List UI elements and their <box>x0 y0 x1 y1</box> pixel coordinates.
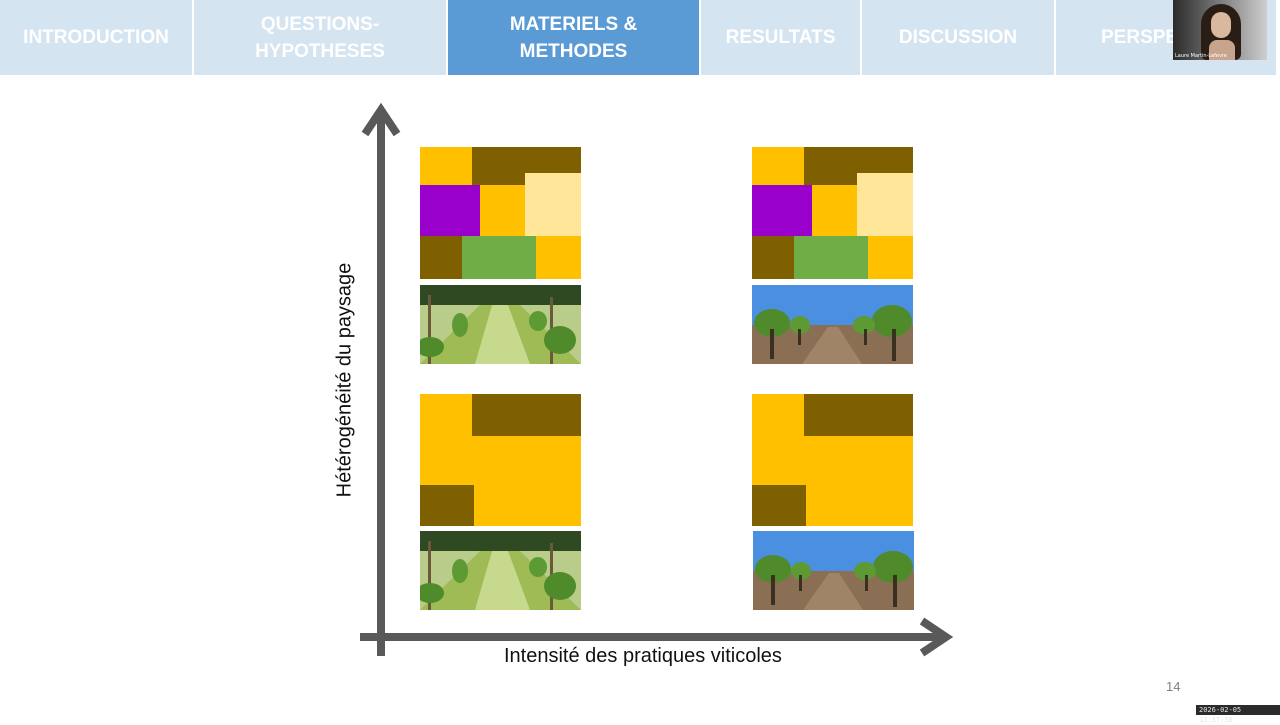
vineyard-photo-bare-soil <box>752 285 913 364</box>
landscape-tile-heterogeneous-high <box>752 147 913 279</box>
landscape-tile-heterogeneous-low <box>420 147 581 279</box>
webcam-person-face <box>1211 12 1231 38</box>
landscape-tile-homogeneous-high <box>752 394 913 526</box>
tab-discussion[interactable]: DISCUSSION <box>862 0 1054 75</box>
tab-questions-hypotheses[interactable]: QUESTIONS- HYPOTHESES <box>194 0 446 75</box>
x-axis-label: Intensité des pratiques viticoles <box>504 645 782 667</box>
webcam-thumbnail[interactable]: Laure Martin-Lefevre <box>1173 0 1267 60</box>
landscape-tile-homogeneous-low <box>420 394 581 526</box>
y-axis-arrowhead <box>361 102 401 137</box>
y-axis-label-text: Hétérogénéité du paysage <box>333 262 356 498</box>
webcam-person-neck <box>1209 40 1235 60</box>
vineyard-photo-bare-soil <box>753 531 914 610</box>
webcam-participant-name: Laure Martin-Lefevre <box>1175 53 1227 59</box>
vineyard-photo-grassy <box>420 531 581 610</box>
tab-materiels-methodes[interactable]: MATERIELS & METHODES <box>448 0 699 75</box>
slide-page-number: 14 <box>1166 679 1181 694</box>
section-nav: INTRODUCTION QUESTIONS- HYPOTHESES MATER… <box>0 0 1280 75</box>
tab-resultats[interactable]: RESULTATS <box>701 0 860 75</box>
recording-timestamp: 2026-02-05 13:37:50 <box>1196 705 1280 724</box>
tab-introduction[interactable]: INTRODUCTION <box>0 0 192 75</box>
vineyard-photo-grassy <box>420 285 581 364</box>
x-axis-arrowhead <box>919 617 954 657</box>
